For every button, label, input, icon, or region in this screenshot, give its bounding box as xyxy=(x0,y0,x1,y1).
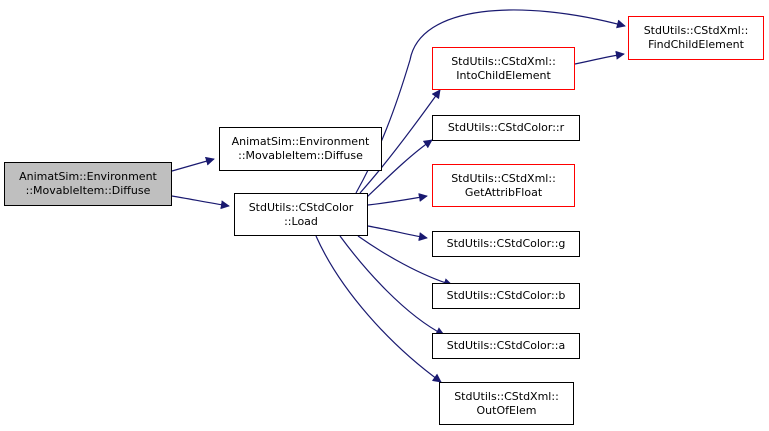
node-cstdcolor-b[interactable]: StdUtils::CStdColor::b xyxy=(432,283,580,309)
node-into-child-element-line2: IntoChildElement xyxy=(456,68,551,82)
edge-root-to-load xyxy=(171,195,230,210)
node-root-line2: ::MovableItem::Diffuse xyxy=(25,184,151,197)
node-find-child-element-line2: FindChildElement xyxy=(648,38,744,51)
node-out-of-elem-line2: OutOfElem xyxy=(476,403,537,417)
node-get-attrib-float[interactable]: StdUtils::CStdXml:: GetAttribFloat xyxy=(432,164,575,207)
node-find-child-element-line1: StdUtils::CStdXml:: xyxy=(643,24,749,37)
node-cstdcolor-load-line1: StdUtils::CStdColor xyxy=(248,200,354,214)
node-root-line1: AnimatSim::Environment xyxy=(19,170,157,183)
edge-load-to-color_b xyxy=(357,235,453,287)
edge-load-to-color_r xyxy=(365,139,433,199)
node-out-of-elem-line1: StdUtils::CStdXml:: xyxy=(454,389,559,403)
edge-load-to-out_of_elem xyxy=(315,235,442,383)
node-cstdcolor-r-label: StdUtils::CStdColor::r xyxy=(447,121,565,134)
node-find-child-element[interactable]: StdUtils::CStdXml:: FindChildElement xyxy=(628,16,764,60)
node-cstdcolor-b-label: StdUtils::CStdColor::b xyxy=(446,289,566,302)
node-cstdcolor-a[interactable]: StdUtils::CStdColor::a xyxy=(432,333,580,359)
node-movableitem-diffuse-line1: AnimatSim::Environment xyxy=(231,135,370,148)
edge-root-to-diffuse2 xyxy=(171,156,215,172)
edge-into_child-to-find_child xyxy=(574,50,625,65)
node-cstdcolor-g[interactable]: StdUtils::CStdColor::g xyxy=(432,231,580,257)
node-cstdcolor-load-line2: ::Load xyxy=(284,214,318,228)
node-cstdcolor-g-label: StdUtils::CStdColor::g xyxy=(446,237,566,250)
edge-load-to-color_g xyxy=(367,225,428,242)
node-cstdcolor-r[interactable]: StdUtils::CStdColor::r xyxy=(432,115,580,141)
node-get-attrib-float-line2: GetAttribFloat xyxy=(464,185,543,199)
edge-load-to-color_a xyxy=(339,235,445,336)
node-movableitem-diffuse-line2: ::MovableItem::Diffuse xyxy=(238,149,363,162)
edge-load-to-get_attrib xyxy=(367,193,428,206)
node-get-attrib-float-line1: StdUtils::CStdXml:: xyxy=(451,171,556,185)
node-into-child-element-line1: StdUtils::CStdXml:: xyxy=(451,54,556,68)
node-out-of-elem[interactable]: StdUtils::CStdXml:: OutOfElem xyxy=(439,382,574,425)
node-cstdcolor-load[interactable]: StdUtils::CStdColor ::Load xyxy=(234,193,368,236)
node-into-child-element[interactable]: StdUtils::CStdXml:: IntoChildElement xyxy=(432,47,575,90)
edge-load-to-into_child xyxy=(359,89,441,194)
node-root: AnimatSim::Environment ::MovableItem::Di… xyxy=(4,162,172,206)
node-movableitem-diffuse[interactable]: AnimatSim::Environment ::MovableItem::Di… xyxy=(219,127,382,171)
node-cstdcolor-a-label: StdUtils::CStdColor::a xyxy=(446,339,566,352)
